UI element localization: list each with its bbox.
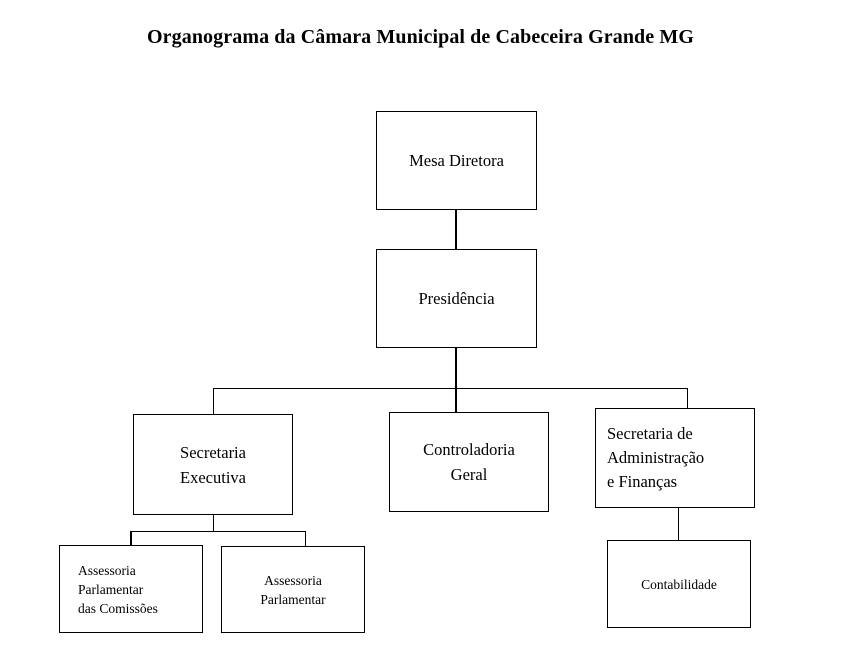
node-secretaria-administracao-financas[interactable]: Secretaria de Administração e Finanças xyxy=(595,408,755,508)
connector-level3-bar xyxy=(213,387,688,390)
connector-to-controladoria-geral xyxy=(455,387,457,413)
connector-to-contabilidade xyxy=(677,508,680,541)
node-mesa-diretora-label: Mesa Diretora xyxy=(409,150,504,170)
node-presidencia-label: Presidência xyxy=(418,288,495,308)
node-secretaria-administracao-financas-label: Secretaria de Administração e Finanças xyxy=(607,424,705,491)
node-secretaria-executiva[interactable]: Secretaria Executiva xyxy=(133,414,293,515)
node-presidencia[interactable]: Presidência xyxy=(376,249,537,348)
node-contabilidade[interactable]: Contabilidade xyxy=(607,540,751,628)
node-secretaria-executiva-label: Secretaria Executiva xyxy=(180,442,246,487)
node-assessoria-parlamentar-comissoes-label: Assessoria Parlamentar das Comissões xyxy=(78,562,158,616)
connector-to-secretaria-executiva xyxy=(212,387,215,415)
connector-mesa-to-presidencia xyxy=(455,210,457,250)
node-controladoria-geral[interactable]: Controladoria Geral xyxy=(389,412,549,512)
node-assessoria-parlamentar-label: Assessoria Parlamentar xyxy=(260,572,326,607)
connector-presidencia-stem xyxy=(455,348,457,389)
connector-secretaria-executiva-stem xyxy=(212,515,215,532)
connector-level4-bar xyxy=(130,530,306,533)
page-title: Organograma da Câmara Municipal de Cabec… xyxy=(146,26,694,48)
connector-to-assessoria-comissoes xyxy=(130,530,132,546)
connector-to-assessoria-parlamentar xyxy=(304,530,307,547)
node-controladoria-geral-label: Controladoria Geral xyxy=(423,440,515,484)
node-contabilidade-label: Contabilidade xyxy=(641,576,717,592)
node-assessoria-parlamentar[interactable]: Assessoria Parlamentar xyxy=(221,546,365,633)
node-mesa-diretora[interactable]: Mesa Diretora xyxy=(376,111,537,210)
connector-to-secretaria-administracao xyxy=(686,387,689,409)
node-assessoria-parlamentar-comissoes[interactable]: Assessoria Parlamentar das Comissões xyxy=(59,545,203,633)
